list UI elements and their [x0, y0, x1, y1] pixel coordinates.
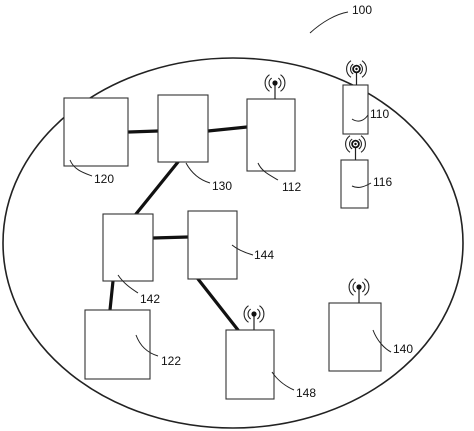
- node-120: 120: [63, 97, 129, 186]
- node-box: [328, 302, 382, 372]
- node-box: [187, 210, 238, 280]
- node-144: 144: [187, 210, 274, 280]
- node-box: [342, 84, 369, 135]
- antenna-icon: [348, 278, 370, 303]
- node-label: 120: [94, 172, 114, 186]
- link-144-148: [196, 277, 240, 332]
- link-130-142: [134, 160, 180, 216]
- label-leader: [69, 159, 93, 177]
- node-label: 144: [254, 248, 274, 262]
- node-box: [246, 98, 296, 172]
- label-leader: [135, 334, 159, 357]
- node-130: 130: [157, 94, 232, 193]
- links-layer: [108, 125, 249, 332]
- node-label: 116: [373, 175, 392, 189]
- node-box: [225, 329, 275, 400]
- link-142-122: [108, 279, 115, 312]
- label-leader: [231, 244, 254, 256]
- node-label: 112: [282, 180, 301, 194]
- system-boundary: [2, 57, 464, 429]
- node-label: 142: [140, 292, 160, 306]
- node-label: 130: [212, 179, 232, 193]
- node-box: [84, 309, 151, 380]
- label-leader: [185, 162, 211, 184]
- label-leader: [117, 274, 139, 294]
- link-130-112: [206, 125, 249, 133]
- label-leader: [351, 182, 372, 188]
- node-label: 122: [161, 354, 181, 368]
- link-142-144: [151, 235, 190, 240]
- node-box: [157, 94, 209, 163]
- antenna-icon: [346, 60, 367, 85]
- antenna-icon: [264, 74, 286, 99]
- node-116: 116: [340, 135, 392, 209]
- node-122: 122: [84, 309, 181, 380]
- antenna-icon: [243, 305, 265, 330]
- node-142: 142: [102, 213, 160, 306]
- node-148: 148: [225, 305, 316, 400]
- node-110: 110: [342, 60, 389, 135]
- node-112: 112: [246, 74, 301, 194]
- node-box: [102, 213, 154, 282]
- label-leader: [271, 371, 295, 391]
- node-140: 140: [328, 278, 413, 372]
- system-label-leader: [309, 11, 349, 34]
- antenna-icon: [345, 135, 366, 160]
- node-box: [340, 159, 369, 209]
- label-leader: [372, 329, 392, 353]
- node-box: [63, 97, 129, 167]
- system-label: 100: [352, 3, 372, 17]
- node-label: 140: [393, 342, 413, 356]
- label-leader: [257, 162, 279, 181]
- node-label: 110: [370, 107, 389, 121]
- link-120-130: [127, 129, 160, 134]
- label-leader: [351, 114, 369, 122]
- nodes-layer: 110 112 116 120 122 130 140 142 144 148: [63, 60, 413, 400]
- node-label: 148: [296, 386, 316, 400]
